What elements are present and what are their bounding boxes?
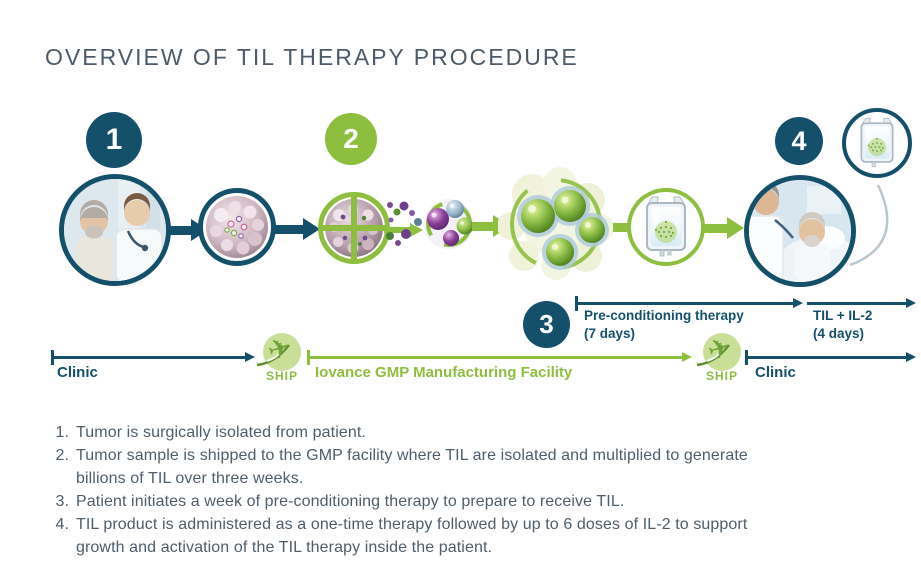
list-item: 4. TIL product is administered as a one-…: [50, 513, 850, 559]
iv-tube-line: [849, 184, 889, 267]
iv-bag-small-image: [842, 108, 912, 178]
timeline-facility-arrowhead: [682, 352, 692, 362]
timeline-bottom-segment-2: [748, 356, 906, 359]
fragmented-tumor-illustration: [323, 197, 385, 259]
ship-right-label: SHIP: [705, 369, 738, 383]
iv-bag-illustration: [646, 196, 686, 257]
ship-left-swoosh: [256, 344, 290, 367]
clinic-right-label: Clinic: [755, 364, 796, 381]
fragmented-tumor-image: [318, 192, 390, 264]
ship-left-label: SHIP: [265, 369, 298, 383]
list-item-number: 1.: [55, 424, 69, 441]
timeline-bottom-arrowhead-2: [906, 352, 916, 362]
cell-trail-image: [384, 201, 423, 246]
timeline-bottom-arrowhead-1: [245, 352, 255, 362]
timeline-bottom-segment-1: [53, 356, 245, 359]
step-3-badge: 3: [523, 301, 570, 348]
ship-right-swoosh: [696, 344, 730, 367]
list-item-text: Tumor is surgically isolated from patien…: [76, 424, 366, 441]
clinic-left-label: Clinic: [57, 364, 98, 381]
flow-arrow-2: [274, 218, 320, 240]
til-il2-duration: (4 days): [813, 326, 865, 341]
list-item: 1. Tumor is surgically isolated from pat…: [50, 421, 850, 444]
list-item-number: 3.: [55, 493, 69, 510]
timeline-top-segment-1: [577, 302, 793, 305]
til-culture-small-image: [424, 199, 474, 249]
iv-bag-small-illustration: [860, 117, 894, 168]
til-il2-label-text: TIL + IL-2: [813, 308, 873, 323]
clinic-consult-illustration: [64, 179, 166, 281]
list-item: 3. Patient initiates a week of pre-condi…: [50, 490, 850, 513]
facility-label: Iovance GMP Manufacturing Facility: [315, 364, 573, 381]
timeline-facility-segment: [310, 356, 682, 359]
til-il2-label: TIL + IL-2 (4 days): [813, 307, 872, 343]
list-item-text: Tumor sample is shipped to the GMP facil…: [76, 447, 748, 487]
timeline-top-arrowhead-1: [793, 298, 803, 308]
step-2-badge: 2: [325, 113, 377, 165]
timeline-bottom-start-tick: [51, 350, 54, 365]
list-item-number: 2.: [55, 447, 69, 464]
flow-arrow-5: [704, 217, 744, 239]
tumor-sample-image: [198, 188, 276, 266]
ship-left-icon: ✈: [256, 331, 301, 371]
timeline-top-segment-2: [807, 302, 906, 305]
list-item-text: TIL product is administered as a one-tim…: [76, 516, 748, 556]
ship-right-icon: ✈: [696, 331, 741, 371]
iv-bag-image: [627, 188, 705, 266]
clinic-consult-photo: [59, 174, 171, 286]
preconditioning-label-text: Pre-conditioning therapy: [584, 308, 744, 323]
timeline-clinic-right-tick: [745, 350, 748, 365]
step-1-badge: 1: [86, 112, 142, 168]
timeline-top-arrowhead-2: [906, 298, 916, 308]
til-culture-large-image: [498, 167, 614, 280]
preconditioning-duration: (7 days): [584, 326, 636, 341]
list-item: 2. Tumor sample is shipped to the GMP fa…: [50, 444, 850, 490]
infusion-photo: [744, 175, 856, 287]
page-title: OVERVIEW OF TIL THERAPY PROCEDURE: [45, 44, 579, 70]
step-4-badge: 4: [775, 117, 823, 165]
list-item-text: Patient initiates a week of pre-conditio…: [76, 493, 625, 510]
tumor-sample-illustration: [206, 196, 268, 258]
preconditioning-label: Pre-conditioning therapy (7 days): [584, 307, 744, 343]
timeline-top-start-tick: [575, 296, 578, 311]
list-item-number: 4.: [55, 516, 69, 533]
procedure-step-list: 1. Tumor is surgically isolated from pat…: [50, 421, 850, 559]
timeline-facility-tick: [307, 350, 310, 365]
